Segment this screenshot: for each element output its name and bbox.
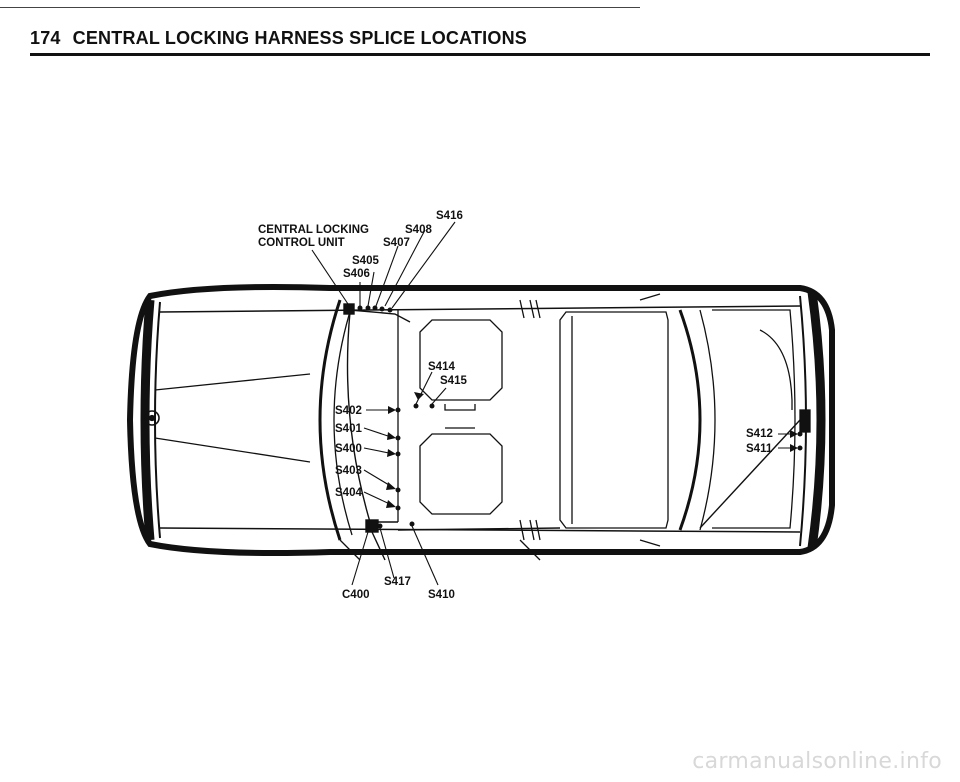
label-s414: S414 xyxy=(428,361,455,373)
page-title: CENTRAL LOCKING HARNESS SPLICE LOCATIONS xyxy=(72,28,527,48)
label-control-unit-line2: CONTROL UNIT xyxy=(258,237,345,249)
label-s410: S410 xyxy=(428,589,455,601)
label-control-unit-line1: CENTRAL LOCKING xyxy=(258,224,369,236)
top-rule xyxy=(0,7,640,8)
label-s400: S400 xyxy=(335,443,362,455)
harness-wiring xyxy=(343,303,801,561)
label-s405: S405 xyxy=(352,255,379,267)
label-s407: S407 xyxy=(383,237,410,249)
label-s401: S401 xyxy=(335,423,362,435)
label-s416: S416 xyxy=(436,210,463,222)
splice-dots xyxy=(357,305,803,529)
arrowheads xyxy=(386,392,798,508)
page-number: 174 xyxy=(30,28,61,48)
car-body xyxy=(126,284,835,561)
label-s411: S411 xyxy=(746,443,773,455)
label-s417: S417 xyxy=(384,576,411,588)
label-s404: S404 xyxy=(335,487,362,499)
label-s415: S415 xyxy=(440,375,467,387)
page-header: 174 CENTRAL LOCKING HARNESS SPLICE LOCATI… xyxy=(30,28,527,49)
label-s403: S403 xyxy=(335,465,362,477)
label-s402: S402 xyxy=(335,405,362,417)
label-s412: S412 xyxy=(746,428,773,440)
header-rule xyxy=(30,53,930,56)
label-c400: C400 xyxy=(342,589,370,601)
callout-labels: CENTRAL LOCKING CONTROL UNIT S416 S408 S… xyxy=(258,210,773,601)
label-s408: S408 xyxy=(405,224,432,236)
watermark: carmanualsonline.info xyxy=(692,749,942,774)
label-s406: S406 xyxy=(343,268,370,280)
